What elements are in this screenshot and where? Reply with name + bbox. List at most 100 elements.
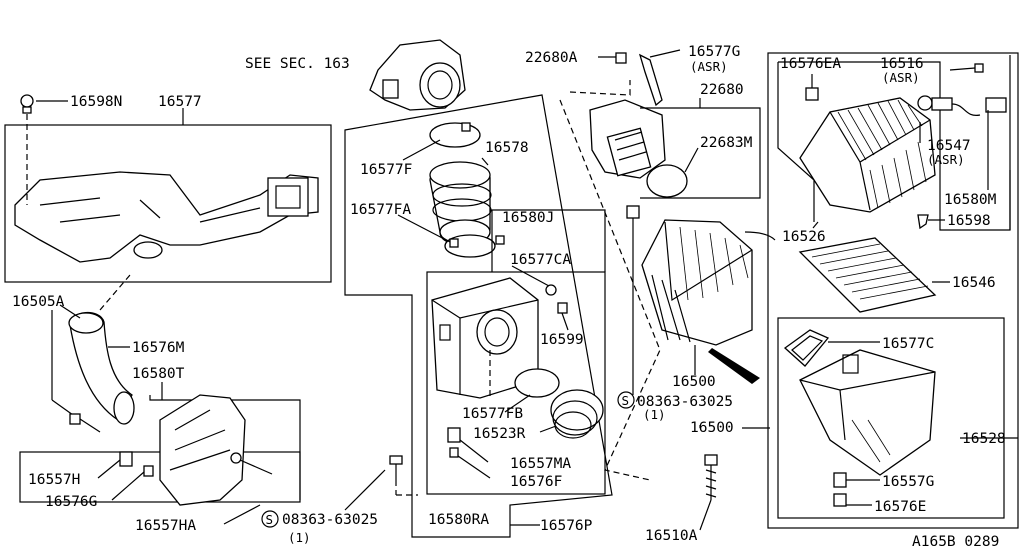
label-16577CA: 16577CA bbox=[510, 252, 571, 268]
throttle-body bbox=[369, 39, 466, 111]
hose-16523R bbox=[550, 389, 604, 439]
label-16510A: 16510A bbox=[645, 528, 698, 544]
case-lower-16528 bbox=[799, 349, 936, 476]
label-16577G-note: (ASR) bbox=[690, 59, 728, 74]
seal-16577C bbox=[783, 329, 880, 367]
clip-16598N bbox=[20, 94, 68, 205]
label-16557HA: 16557HA bbox=[135, 518, 196, 534]
frame-16580J bbox=[491, 209, 606, 272]
gasket-22683M bbox=[646, 164, 688, 198]
label-16577G: 16577G bbox=[688, 44, 740, 60]
arrow-indicator bbox=[708, 348, 760, 384]
frame-16580RA bbox=[426, 271, 606, 495]
s-symbol-left: S bbox=[261, 510, 279, 528]
filter-16546 bbox=[798, 237, 950, 313]
label-16576F: 16576F bbox=[510, 474, 562, 490]
label-16576M: 16576M bbox=[132, 340, 185, 356]
label-16576E: 16576E bbox=[874, 499, 926, 515]
label-16577C: 16577C bbox=[882, 336, 934, 352]
svg-text:S: S bbox=[622, 393, 630, 408]
s-symbol-mid: S bbox=[617, 391, 635, 409]
grommet-16557G bbox=[833, 472, 847, 488]
leader-16505A bbox=[59, 304, 81, 319]
label-16500-right: 16500 bbox=[690, 420, 734, 436]
label-16577FB: 16577FB bbox=[462, 406, 523, 422]
label-16547-note: (ASR) bbox=[927, 152, 965, 167]
label-see-sec: SEE SEC. 163 bbox=[245, 56, 350, 72]
clip-16598 bbox=[917, 214, 945, 230]
dash-16576M bbox=[99, 274, 131, 311]
clip-16576G bbox=[143, 465, 154, 477]
bolt-16505A bbox=[69, 413, 101, 433]
hose-16576M bbox=[68, 311, 135, 425]
filter-box-16526 bbox=[799, 97, 936, 213]
label-16505A: 16505A bbox=[12, 294, 65, 310]
clip-16599 bbox=[557, 302, 568, 314]
bolt-08363-left bbox=[344, 455, 418, 511]
sensor-16547 bbox=[917, 95, 1007, 116]
label-16528: 16528 bbox=[962, 431, 1006, 447]
bolt-mid bbox=[626, 205, 640, 219]
resonator-16580T bbox=[159, 394, 273, 506]
label-16577FA: 16577FA bbox=[350, 202, 411, 218]
label-16598N: 16598N bbox=[70, 94, 122, 110]
air-duct-16577 bbox=[14, 171, 319, 263]
label-16577: 16577 bbox=[158, 94, 202, 110]
label-bolt-mid: 08363-63025 bbox=[637, 394, 733, 410]
label-16557MA: 16557MA bbox=[510, 456, 571, 472]
clamp-16577FA bbox=[444, 234, 496, 258]
label-ref: A165B 0289 bbox=[912, 534, 999, 550]
grommet-16577CA bbox=[545, 284, 557, 296]
label-22680: 22680 bbox=[700, 82, 744, 98]
frame-16500-lower bbox=[777, 317, 1005, 519]
label-22680A: 22680A bbox=[525, 50, 578, 66]
label-16576G: 16576G bbox=[45, 494, 97, 510]
label-16598: 16598 bbox=[947, 213, 991, 229]
clamp-16577F bbox=[429, 122, 481, 148]
label-16500-top: 16500 bbox=[672, 374, 716, 390]
screw-22680A bbox=[615, 52, 627, 64]
label-16580M: 16580M bbox=[944, 192, 997, 208]
label-16526: 16526 bbox=[782, 229, 826, 245]
clip-16580J bbox=[495, 235, 505, 245]
label-bolt-left: 08363-63025 bbox=[282, 512, 378, 528]
svg-text:S: S bbox=[266, 512, 274, 527]
label-16578: 16578 bbox=[485, 140, 529, 156]
label-16580J: 16580J bbox=[502, 210, 554, 226]
label-16516-note: (ASR) bbox=[882, 70, 920, 85]
label-16546: 16546 bbox=[952, 275, 996, 291]
mass-air-flow-22680 bbox=[589, 99, 666, 179]
resonator-case bbox=[431, 277, 539, 399]
grommet-16557MA bbox=[447, 427, 489, 463]
label-16516: 16516 bbox=[880, 56, 924, 72]
label-16557G: 16557G bbox=[882, 474, 934, 490]
label-16580T: 16580T bbox=[132, 366, 185, 382]
label-bolt-mid-qty: (1) bbox=[643, 407, 666, 422]
clip-16576F bbox=[449, 447, 491, 479]
screw-16516 bbox=[949, 63, 984, 73]
grommet-16576EA bbox=[805, 87, 819, 101]
label-16577F: 16577F bbox=[360, 162, 412, 178]
frame-16577 bbox=[4, 124, 332, 283]
bolt-16510A bbox=[699, 454, 718, 531]
label-22683M: 22683M bbox=[700, 135, 753, 151]
label-bolt-left-qty: (1) bbox=[288, 530, 311, 545]
label-16547: 16547 bbox=[927, 138, 971, 154]
dash-mid bbox=[559, 80, 661, 481]
label-16523R: 16523R bbox=[473, 426, 526, 442]
bracket-16577G bbox=[638, 53, 663, 107]
label-16599: 16599 bbox=[540, 332, 584, 348]
label-16557H: 16557H bbox=[28, 472, 80, 488]
grommet-16557H bbox=[119, 451, 133, 467]
frame-16576P bbox=[344, 94, 613, 538]
clip-16576E bbox=[833, 493, 847, 507]
label-16580RA: 16580RA bbox=[428, 512, 489, 528]
label-16576P: 16576P bbox=[540, 518, 593, 534]
frame-16528 bbox=[767, 52, 1019, 529]
clamp-16577FB bbox=[514, 368, 560, 398]
hose-16578 bbox=[429, 161, 492, 246]
label-16576EA: 16576EA bbox=[780, 56, 841, 72]
air-cleaner-16500 bbox=[641, 219, 776, 346]
